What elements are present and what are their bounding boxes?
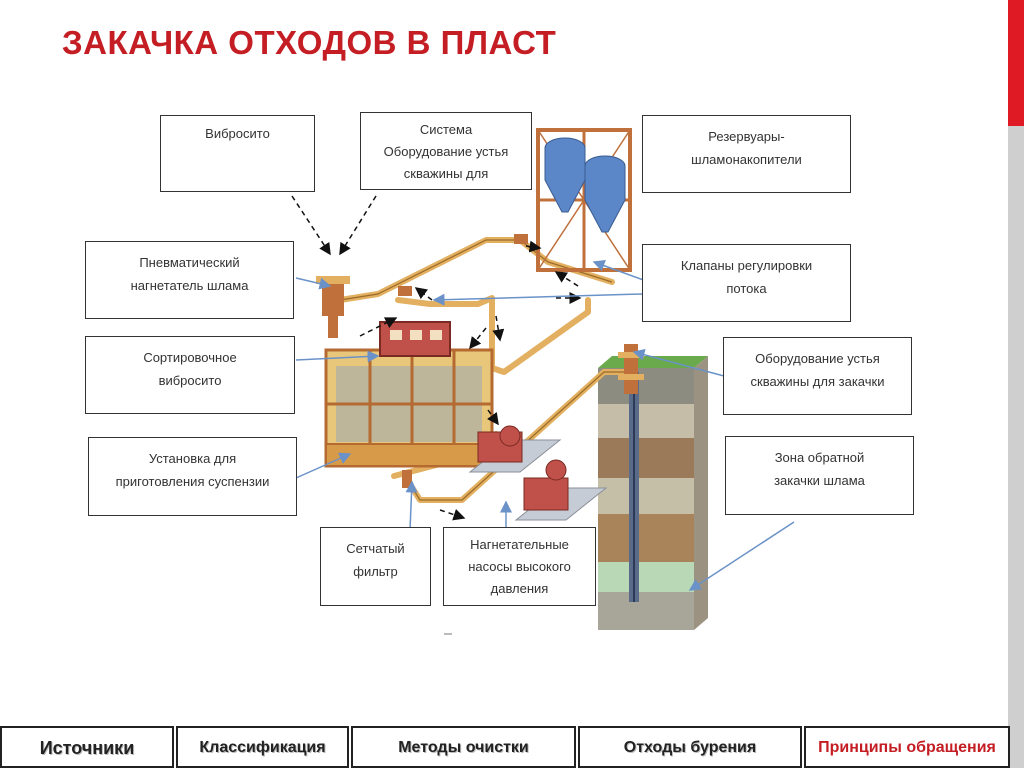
label-line: Сортировочное <box>143 350 237 365</box>
label-line: насосы высокого <box>468 559 571 574</box>
label-zona: Зона обратной закачки шлама <box>725 436 914 515</box>
nav-classification-button[interactable]: Классификация <box>176 726 349 768</box>
pneumatic-pump <box>316 276 350 338</box>
label-line: Установка для <box>148 451 237 466</box>
label-line: Резервуары- <box>708 129 785 144</box>
label-line: скважины для <box>403 166 489 181</box>
label-line: потока <box>726 281 767 296</box>
slide-title: ЗАКАЧКА ОТХОДОВ В ПЛАСТ <box>62 24 557 61</box>
label-vibrosito: Вибросито <box>160 115 315 192</box>
side-accent-grey <box>1008 126 1024 768</box>
nav-label: Отходы бурения <box>623 739 757 756</box>
nav-drilling-waste-button[interactable]: Отходы бурения <box>578 726 802 768</box>
label-nasosy: Нагнетательные насосы высокого давления <box>443 527 596 606</box>
nav-principles-button[interactable]: Принципы обращения <box>804 726 1010 768</box>
label-line: Клапаны регулировки <box>680 258 813 273</box>
label-line: Система <box>419 122 473 137</box>
label-line: приготовления суспензии <box>115 474 270 489</box>
label-line: вибросито <box>158 373 222 388</box>
label-line: Пневматический <box>139 255 240 270</box>
label-filtr: Сетчатый фильтр <box>320 527 431 606</box>
label-line: Нагнетательные <box>470 537 569 552</box>
label-line: давления <box>490 581 549 596</box>
label-sistema: Система Оборудование устья скважины для <box>360 112 532 190</box>
hp-pumps <box>468 425 608 521</box>
equipment-illustration <box>291 128 795 635</box>
label-line: закачки шлама <box>774 473 865 488</box>
nav-label: Классификация <box>199 739 326 756</box>
side-accent-red <box>1008 0 1024 126</box>
nav-cleaning-methods-button[interactable]: Методы очистки <box>351 726 576 768</box>
well-strata <box>598 356 708 630</box>
label-line: Оборудование устья <box>755 351 880 366</box>
label-line: Сетчатый <box>346 541 405 556</box>
label-line: шламонакопители <box>691 152 802 167</box>
side-accent-bar <box>1008 0 1024 768</box>
nav-sources-button[interactable]: Источники <box>0 726 174 768</box>
label-line: Зона обратной <box>774 450 865 465</box>
label-sortir: Сортировочное вибросито <box>85 336 295 414</box>
label-oborud: Оборудование устья скважины для закачки <box>723 337 912 415</box>
label-pnevmo: Пневматический нагнетатель шлама <box>85 241 294 319</box>
label-line: скважины для закачки <box>750 374 885 389</box>
nav-label: Принципы обращения <box>818 739 996 756</box>
mixing-unit <box>324 321 494 468</box>
label-line: Оборудование устья <box>383 144 509 159</box>
label-klapany: Клапаны регулировки потока <box>642 244 851 322</box>
label-line: нагнетатель шлама <box>130 278 249 293</box>
nav-label: Методы очистки <box>398 739 529 756</box>
nav-label: Источники <box>39 738 135 758</box>
label-ustanovka: Установка для приготовления суспензии <box>88 437 297 516</box>
label-line: Вибросито <box>205 126 270 141</box>
storage-tanks <box>536 128 632 272</box>
label-line: фильтр <box>353 564 398 579</box>
label-rezervuary: Резервуары- шламонакопители <box>642 115 851 193</box>
